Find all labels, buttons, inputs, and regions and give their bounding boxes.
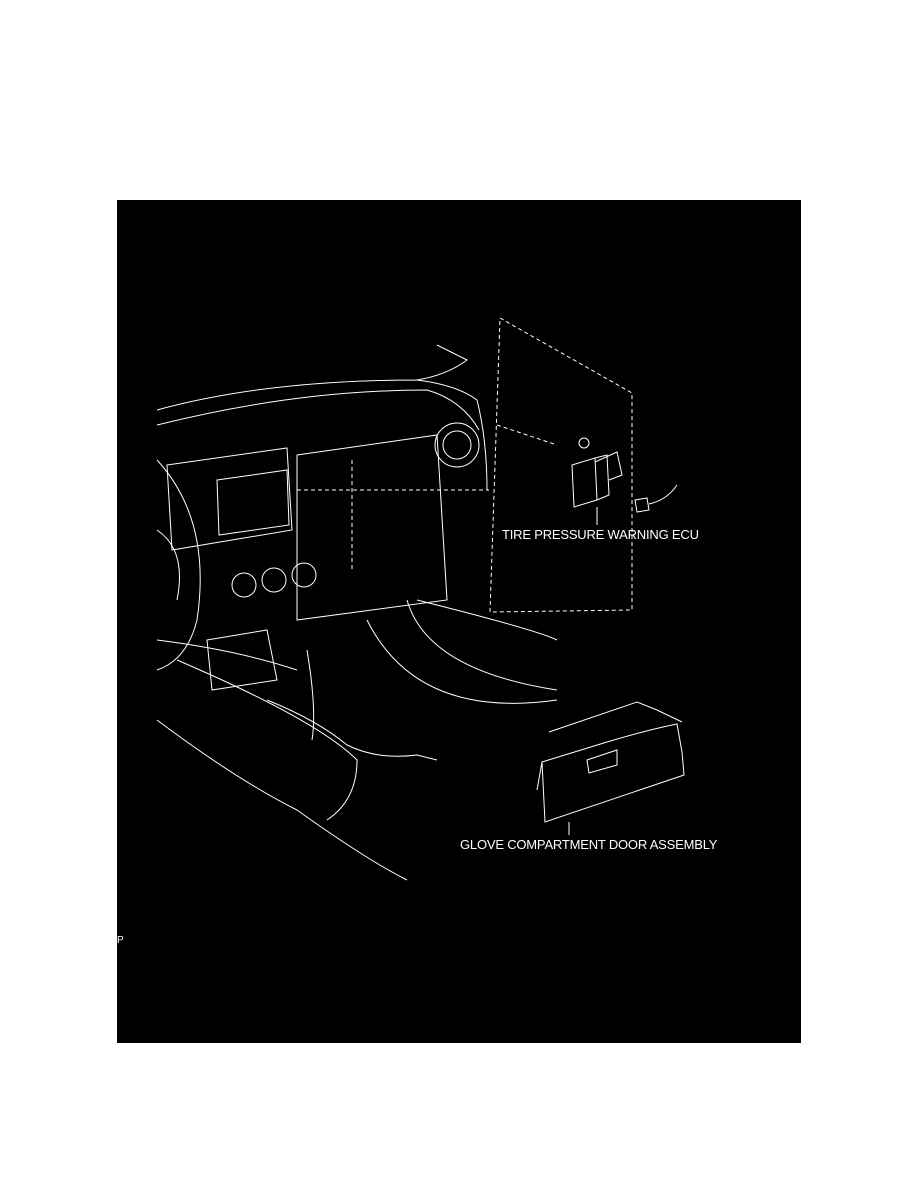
glove-compartment-label: GLOVE COMPARTMENT DOOR ASSEMBLY <box>460 837 718 852</box>
ecu-connector <box>634 484 678 513</box>
dashed-outline <box>489 317 633 613</box>
glovebox-opening <box>296 434 448 621</box>
dash-top <box>156 344 488 491</box>
dashboard-diagram: TIRE PRESSURE WARNING ECU GLOVE COMPARTM… <box>117 200 801 1043</box>
console <box>206 629 438 761</box>
hvac-knobs <box>231 562 317 598</box>
center-stack <box>166 447 293 551</box>
glove-box <box>536 701 685 823</box>
figure-id: P <box>117 935 124 946</box>
vent-right <box>434 422 480 468</box>
dash-upper-line <box>156 389 480 431</box>
ecu-box <box>571 454 610 508</box>
dashed-leader <box>297 424 558 570</box>
floor-line <box>366 599 558 704</box>
ecu-bracket <box>594 451 623 481</box>
ecu-label: TIRE PRESSURE WARNING ECU <box>502 527 699 542</box>
ecu-bolt <box>578 437 590 449</box>
steering-wheel <box>156 459 201 671</box>
lower-dash <box>156 639 408 881</box>
dashboard-illustration <box>156 317 685 881</box>
